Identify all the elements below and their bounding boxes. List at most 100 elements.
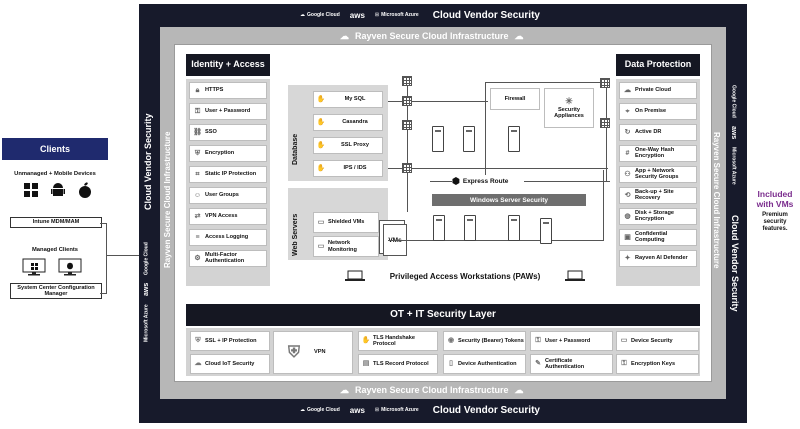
web-servers-label: Web Servers (292, 213, 299, 256)
log-icon: ≡ (195, 233, 200, 241)
google-cloud-logo: Google Cloud (730, 85, 737, 118)
firewall-icon (600, 78, 610, 88)
server-icon (433, 215, 445, 241)
cloud-icon: ☁ (624, 86, 631, 94)
identity-item-label: User Groups (205, 191, 239, 198)
network-icon: ⌗ (195, 170, 200, 178)
google-cloud-logo: ☁ Google Cloud (300, 407, 340, 413)
vendor-bar-top: ☁ Google Cloud aws ⊞ Microsoft Azure Clo… (300, 8, 600, 22)
net-line-h1 (388, 101, 488, 102)
unmanaged-label: Unmanaged + Mobile Devices (14, 171, 96, 177)
identity-item: ☺User Groups (189, 187, 267, 204)
refresh-icon: ↻ (624, 128, 631, 136)
identity-item: ⇄VPN Access (189, 208, 267, 225)
ot-it-item-label: VPN (314, 349, 326, 356)
clients-header: Clients (2, 138, 108, 160)
data_protection-item: ⚇App + Network Security Groups (619, 166, 697, 183)
ot-it-item-label: TLS Record Protocol (373, 360, 429, 367)
data_protection-item: ▣Confidential Computing (619, 229, 697, 246)
vm-callout: Included with VMs Premium security featu… (752, 189, 798, 233)
data_protection-item: ✦Rayven AI Defender (619, 250, 697, 267)
mfa-icon: ⚙ (194, 254, 201, 262)
clients-title: Clients (39, 144, 70, 154)
callout-sub: Premium security features. (762, 211, 788, 232)
vendor-title-top: Cloud Vendor Security (432, 9, 540, 21)
aws-logo: aws (349, 405, 365, 415)
firewall-icon (402, 76, 412, 86)
ot-it-header: OT + IT Security Layer (186, 304, 700, 326)
azure-logo: Microsoft Azure (730, 147, 737, 185)
data_protection-item-label: Back-up + Site Recovery (635, 188, 674, 201)
identity-item-label: VPN Access (205, 212, 238, 219)
laptop-icon (345, 270, 365, 281)
cloud-outline-icon: ☁ (514, 384, 524, 395)
cloud-outline-icon: ☁ (514, 30, 524, 41)
security-appliances-card: ✳ Security Appliances (544, 88, 594, 128)
identity-item-label: User + Password (205, 107, 251, 114)
rayven-title-top: ☁ Rayven Secure Cloud Infrastructure ☁ (340, 30, 524, 42)
database-item: ✋ My SQL (313, 91, 383, 108)
handshake-icon: ✋ (316, 164, 326, 172)
identity-item-label: SSO (205, 128, 217, 135)
data_protection-item-label: One-Way Hash Encryption (635, 146, 675, 159)
paws-label: Privileged Access Workstations (PAWs) (389, 271, 541, 281)
identity-item: ⛨Encryption (189, 145, 267, 162)
ot-it-item-label: Certificate Authentication (545, 357, 585, 370)
iot-icon: ☁ (194, 360, 202, 368)
record-icon: ▤ (362, 360, 370, 368)
handshake-icon: ✋ (361, 337, 371, 345)
disk-icon: ◍ (624, 212, 631, 220)
identity-item-label: Multi-Factor Authentication (205, 251, 245, 264)
identity-item-label: Static IP Protection (205, 170, 257, 177)
ot-it-item-label: User + Password (545, 337, 591, 344)
identity-item-label: Access Logging (205, 233, 249, 240)
aws-logo: aws (730, 125, 737, 140)
handshake-icon: ✋ (316, 95, 326, 103)
managed-monitors (22, 258, 82, 278)
ot-it-item: ✎Certificate Authentication (530, 354, 613, 374)
data_protection-item-label: App + Network Security Groups (635, 167, 679, 180)
identity-item: ⚙ Multi-Factor Authentication (189, 250, 267, 267)
data_protection-item: ↻Active DR (619, 124, 697, 141)
clients-connector-main (106, 255, 140, 256)
handshake-icon: ✋ (316, 118, 326, 126)
ot-it-item: ⚿User + Password (530, 331, 613, 351)
clients-connector-vertical (106, 223, 107, 294)
backup-icon: ⟲ (624, 191, 631, 199)
identity-item-label: HTTPS (205, 86, 224, 93)
identity-item: ⛓SSO (189, 124, 267, 141)
laptop-icon (564, 270, 585, 281)
identity-item: ⚿User + Password (189, 103, 267, 120)
data_protection-item-label: On Premise (635, 107, 667, 114)
shield-icon: ⛨ (194, 149, 201, 157)
ot-it-item-label: Device Security (631, 337, 673, 344)
device-icons (18, 181, 98, 203)
windows-server-security-bar: Windows Server Security (432, 194, 586, 206)
paws-row: Privileged Access Workstations (PAWs) (345, 268, 585, 284)
aws-logo: aws (349, 10, 365, 20)
net-line-v2 (485, 82, 486, 182)
rayven-title-left: Rayven Secure Cloud Infrastructure (163, 131, 172, 269)
net-line-h2 (388, 168, 608, 169)
firewall-icon (402, 163, 412, 173)
data_protection-item: #One-Way Hash Encryption (619, 145, 697, 162)
lock-icon: 🔒︎ (195, 86, 200, 94)
server-icon (508, 215, 520, 241)
windows-icon (24, 183, 39, 201)
ot-it-item-label: TLS Handshake Protocol (373, 334, 415, 347)
data_protection-item: ☁Private Cloud (619, 82, 697, 99)
callout-heading: Included with VMs (756, 189, 794, 209)
data_protection-item: ⌖On Premise (619, 103, 697, 120)
vendor-logos-left: Microsoft Azure aws Google Cloud (143, 222, 150, 342)
net-line-h5 (388, 240, 603, 241)
rayven-title-bottom: ☁ Rayven Secure Cloud Infrastructure ☁ (340, 384, 524, 396)
server-icon (463, 126, 475, 152)
vendor-logos-top: ☁ Google Cloud aws ⊞ Microsoft Azure (300, 11, 419, 20)
data-protection-column: ☁Private Cloud ⌖On Premise ↻Active DR #One-… (616, 79, 700, 286)
monitor-icon: ▭ (317, 218, 325, 226)
server-icon (464, 215, 476, 241)
database-item-label: My SQL (344, 96, 366, 103)
ot-it-item: ◉Security (Bearer) Tokens (443, 331, 526, 351)
data_protection-item: ⟲ Back-up + Site Recovery (619, 187, 697, 204)
data_protection-item: ◍Disk + Storage Encryption (619, 208, 697, 225)
